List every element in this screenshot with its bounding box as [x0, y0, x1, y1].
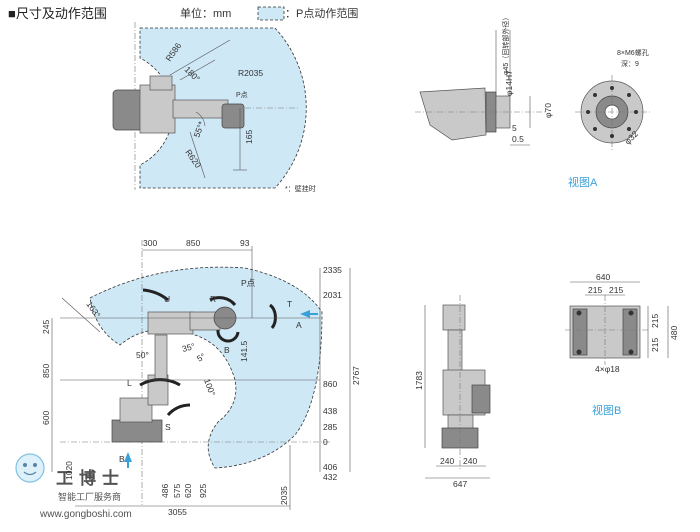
dim-left-600: 600	[41, 411, 51, 425]
label-165: 165	[244, 130, 254, 144]
axis-s: S	[165, 422, 171, 432]
axis-t: T	[287, 299, 292, 309]
side-view: 300 850 93 245 850 600 1020 2335 2031 86…	[41, 238, 361, 517]
dim-215-top-right: 215	[609, 285, 623, 295]
dim-1783: 1783	[414, 371, 424, 390]
dim-bottom-620: 620	[183, 484, 193, 498]
legend-label: ：P点动作范围	[285, 6, 358, 20]
label-p-point-side: P点	[241, 278, 256, 288]
label-d45: φ45（回转部外径）	[501, 14, 510, 75]
section-title: ■尺寸及动作范围	[8, 6, 107, 21]
caption-view-a: 视图A	[568, 175, 598, 189]
dim-right-0: 0	[323, 437, 328, 447]
dim-bottom-486: 486	[160, 484, 170, 498]
top-view: R586 180° R2035 P点 55°* 165 R620 *：壁挂时	[112, 22, 316, 193]
label-view-b: B	[119, 454, 125, 464]
dim-total-2767: 2767	[351, 366, 361, 385]
watermark-url: www.gongboshi.com	[39, 509, 132, 520]
angle-35: 35°	[181, 341, 196, 354]
side-robot-base	[111, 419, 163, 443]
legend-swatch	[257, 6, 285, 21]
dim-2035: 2035	[279, 486, 289, 505]
axis-b: B	[224, 345, 230, 355]
watermark: 工博士 智能工厂服务商 www.gongboshi.com	[15, 453, 132, 520]
flange-front-view: 8×M6螺孔 深：9 φ32	[575, 48, 650, 150]
dim-1415: 141.5	[239, 340, 249, 362]
axis-l: L	[127, 378, 132, 388]
dim-right-2335: 2335	[323, 265, 342, 275]
flange-side-view: φ45（回转部外径） φ14H7 φ70 5 0.5 视图A	[415, 14, 598, 189]
unit-label: 单位：mm	[180, 6, 231, 20]
dim-647: 647	[453, 479, 467, 489]
dim-bottom-925: 925	[198, 484, 208, 498]
axis-r: R	[210, 294, 216, 304]
top-footnote: *：壁挂时	[285, 184, 316, 193]
watermark-slogan: 智能工厂服务商	[58, 491, 121, 502]
base-view: 640 215 215 215 215 480 4×φ18 视图B	[565, 272, 679, 417]
dim-640: 640	[596, 272, 610, 282]
dim-top-300: 300	[143, 238, 157, 248]
dim-215-top-left: 215	[588, 285, 602, 295]
robot-front-view: 1783 240 240 647	[414, 295, 491, 489]
angle-5: 5°	[195, 351, 207, 364]
dim-right-406: 406	[323, 462, 337, 472]
dim-left-1020: 1020	[64, 461, 74, 480]
label-p-point-top: P点	[236, 91, 248, 99]
dim-3055: 3055	[168, 507, 187, 517]
view-a-arrow-icon	[300, 310, 310, 318]
dim-480: 480	[669, 326, 679, 340]
dim-right-432: 432	[323, 472, 337, 482]
caption-view-b: 视图B	[592, 403, 621, 417]
dim-240-left: 240	[440, 456, 454, 466]
mascot-icon	[15, 453, 45, 483]
dim-top-93: 93	[240, 238, 250, 248]
dim-bottom-575: 575	[172, 484, 182, 498]
label-holes-m6: 8×M6螺孔	[617, 48, 649, 57]
axis-u: U	[164, 294, 170, 304]
angle-50: 50°	[136, 350, 149, 360]
label-view-a: A	[296, 320, 302, 330]
top-robot-base	[112, 89, 144, 131]
dim-right-860: 860	[323, 379, 337, 389]
dim-right-285: 285	[323, 422, 337, 432]
dim-left-245: 245	[41, 320, 51, 334]
label-depth: 深：9	[621, 59, 639, 68]
label-d14h7: φ14H7	[504, 70, 514, 96]
label-d70: φ70	[543, 103, 553, 118]
dim-top-850: 850	[186, 238, 200, 248]
view-b-arrow-icon	[124, 452, 132, 462]
dim-right-2031: 2031	[323, 290, 342, 300]
dim-215-right-bottom: 215	[650, 338, 660, 352]
dim-left-850: 850	[41, 364, 51, 378]
dim-right-438: 438	[323, 406, 337, 416]
label-r2035: R2035	[238, 68, 263, 78]
watermark-brand: 工博士	[56, 468, 125, 488]
dim-215-right-top: 215	[650, 314, 660, 328]
label-dim5: 5	[512, 123, 517, 133]
label-holes-18: 4×φ18	[595, 364, 620, 374]
dim-240-right: 240	[463, 456, 477, 466]
label-dim05: 0.5	[512, 134, 524, 144]
